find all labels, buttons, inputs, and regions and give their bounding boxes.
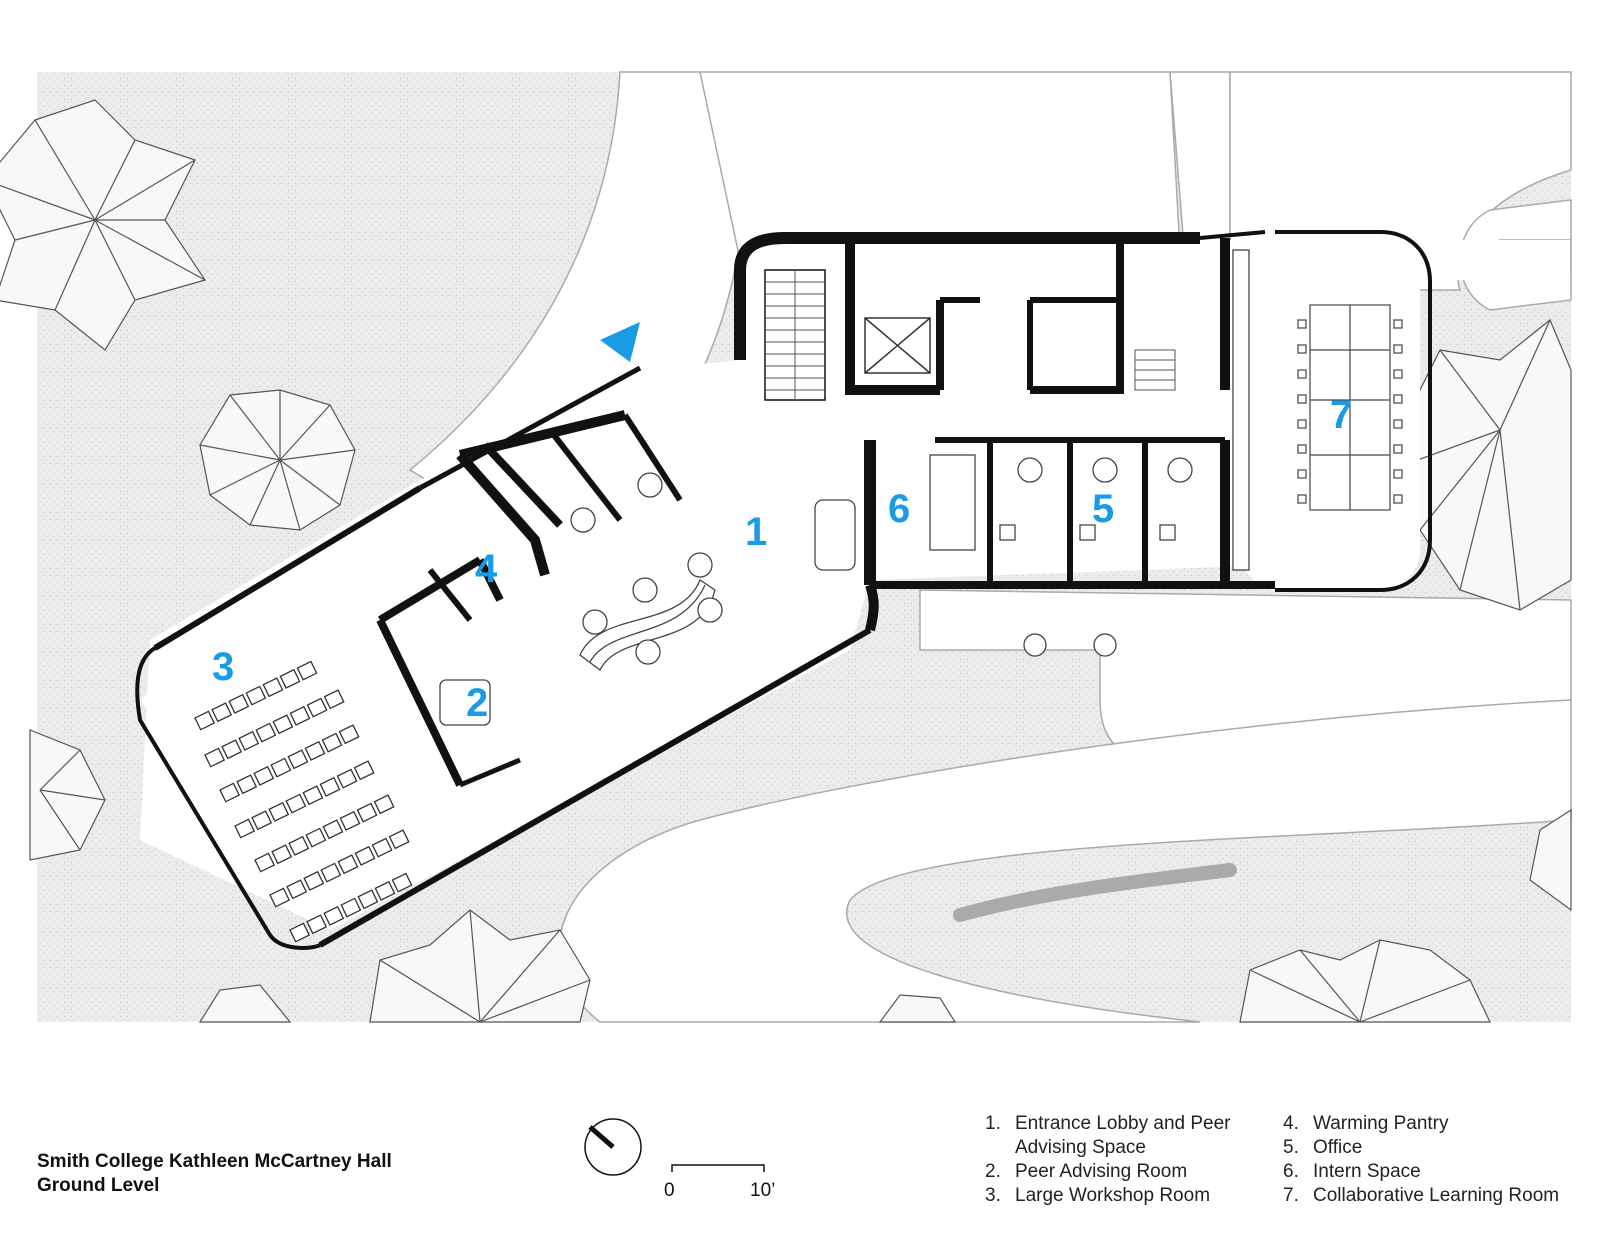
seat-row	[269, 829, 410, 908]
seat-row	[204, 689, 345, 768]
tree-right-edge-bottom	[1529, 808, 1572, 912]
title-line-1: Smith College Kathleen McCartney Hall	[37, 1151, 392, 1172]
legend-item-number: 4.	[1283, 1113, 1299, 1134]
tree-bottom-right	[1239, 939, 1491, 1023]
drawing-title: Smith College Kathleen McCartney Hall Gr…	[37, 1150, 392, 1198]
room-number-1: 1	[745, 510, 767, 554]
legend-item: 6. Intern Space	[1283, 1160, 1583, 1184]
seat-row	[194, 660, 318, 731]
workshop-seating	[194, 660, 413, 943]
lobby-seating	[579, 552, 1117, 671]
seat-row	[219, 724, 360, 803]
room-number-3: 3	[212, 645, 234, 689]
scale-start-label: 0	[664, 1180, 675, 1201]
legend-item-text: Collaborative Learning Room	[1313, 1185, 1560, 1206]
stair	[764, 269, 1176, 401]
entry-arrow-icon	[600, 322, 640, 362]
legend-item-number: 7.	[1283, 1185, 1299, 1206]
collaborative-table	[1297, 304, 1403, 511]
legend-item: 2. Peer Advising Room	[985, 1160, 1245, 1184]
legend-item-number: 5.	[1283, 1137, 1299, 1158]
tree-bottom-mid	[878, 994, 957, 1023]
legend-item: 4. Warming Pantry	[1283, 1112, 1583, 1136]
tree-canopies	[0, 99, 1572, 1023]
legend-item-number: 2.	[985, 1161, 1001, 1182]
legend-item-text: Peer Advising Room	[1015, 1161, 1188, 1182]
legend-right: 4. Warming Pantry 5. Office 6. Intern Sp…	[1283, 1112, 1583, 1208]
legend-item: 3. Large Workshop Room	[985, 1184, 1245, 1208]
seat-row	[234, 760, 375, 839]
legend-item-text: Warming Pantry	[1313, 1113, 1449, 1134]
legend-left: 1. Entrance Lobby and Peer Advising Spac…	[985, 1112, 1245, 1208]
walls	[135, 230, 1432, 950]
room-number-labels: 1 2 3 4 5 6 7	[212, 393, 1352, 725]
legend-item: 5. Office	[1283, 1136, 1583, 1160]
seat-row	[289, 872, 413, 943]
tree-bottom-small	[198, 984, 292, 1023]
tree-left-edge	[29, 729, 106, 861]
stair-treads	[765, 270, 825, 400]
legend-item-text: Intern Space	[1313, 1161, 1421, 1182]
room-number-4: 4	[475, 547, 498, 591]
room-number-5: 5	[1092, 487, 1114, 531]
tree-mid-left	[199, 389, 356, 531]
room-number-6: 6	[888, 487, 910, 531]
legend-item-text: Large Workshop Room	[1015, 1185, 1211, 1206]
legend-item-text: Office	[1313, 1137, 1363, 1158]
legend-item-text: Entrance Lobby and Peer Advising Space	[1015, 1113, 1231, 1158]
seat-row	[254, 794, 395, 873]
north-arrow-icon	[584, 1118, 642, 1176]
tree-bottom-left	[369, 909, 591, 1023]
title-line-2: Ground Level	[37, 1175, 160, 1196]
legend-item-number: 1.	[985, 1113, 1001, 1134]
legend-item-number: 3.	[985, 1185, 1001, 1206]
legend-item: 1. Entrance Lobby and Peer Advising Spac…	[985, 1112, 1245, 1160]
elevator	[864, 317, 931, 374]
legend-item-number: 6.	[1283, 1161, 1299, 1182]
room-number-2: 2	[466, 681, 488, 725]
tree-top-left	[0, 99, 206, 351]
legend-item: 7. Collaborative Learning Room	[1283, 1184, 1583, 1208]
room-number-7: 7	[1330, 393, 1352, 437]
office-furniture	[439, 249, 1250, 726]
scale-bar	[671, 1164, 765, 1172]
scale-end-label: 10’	[750, 1180, 776, 1201]
